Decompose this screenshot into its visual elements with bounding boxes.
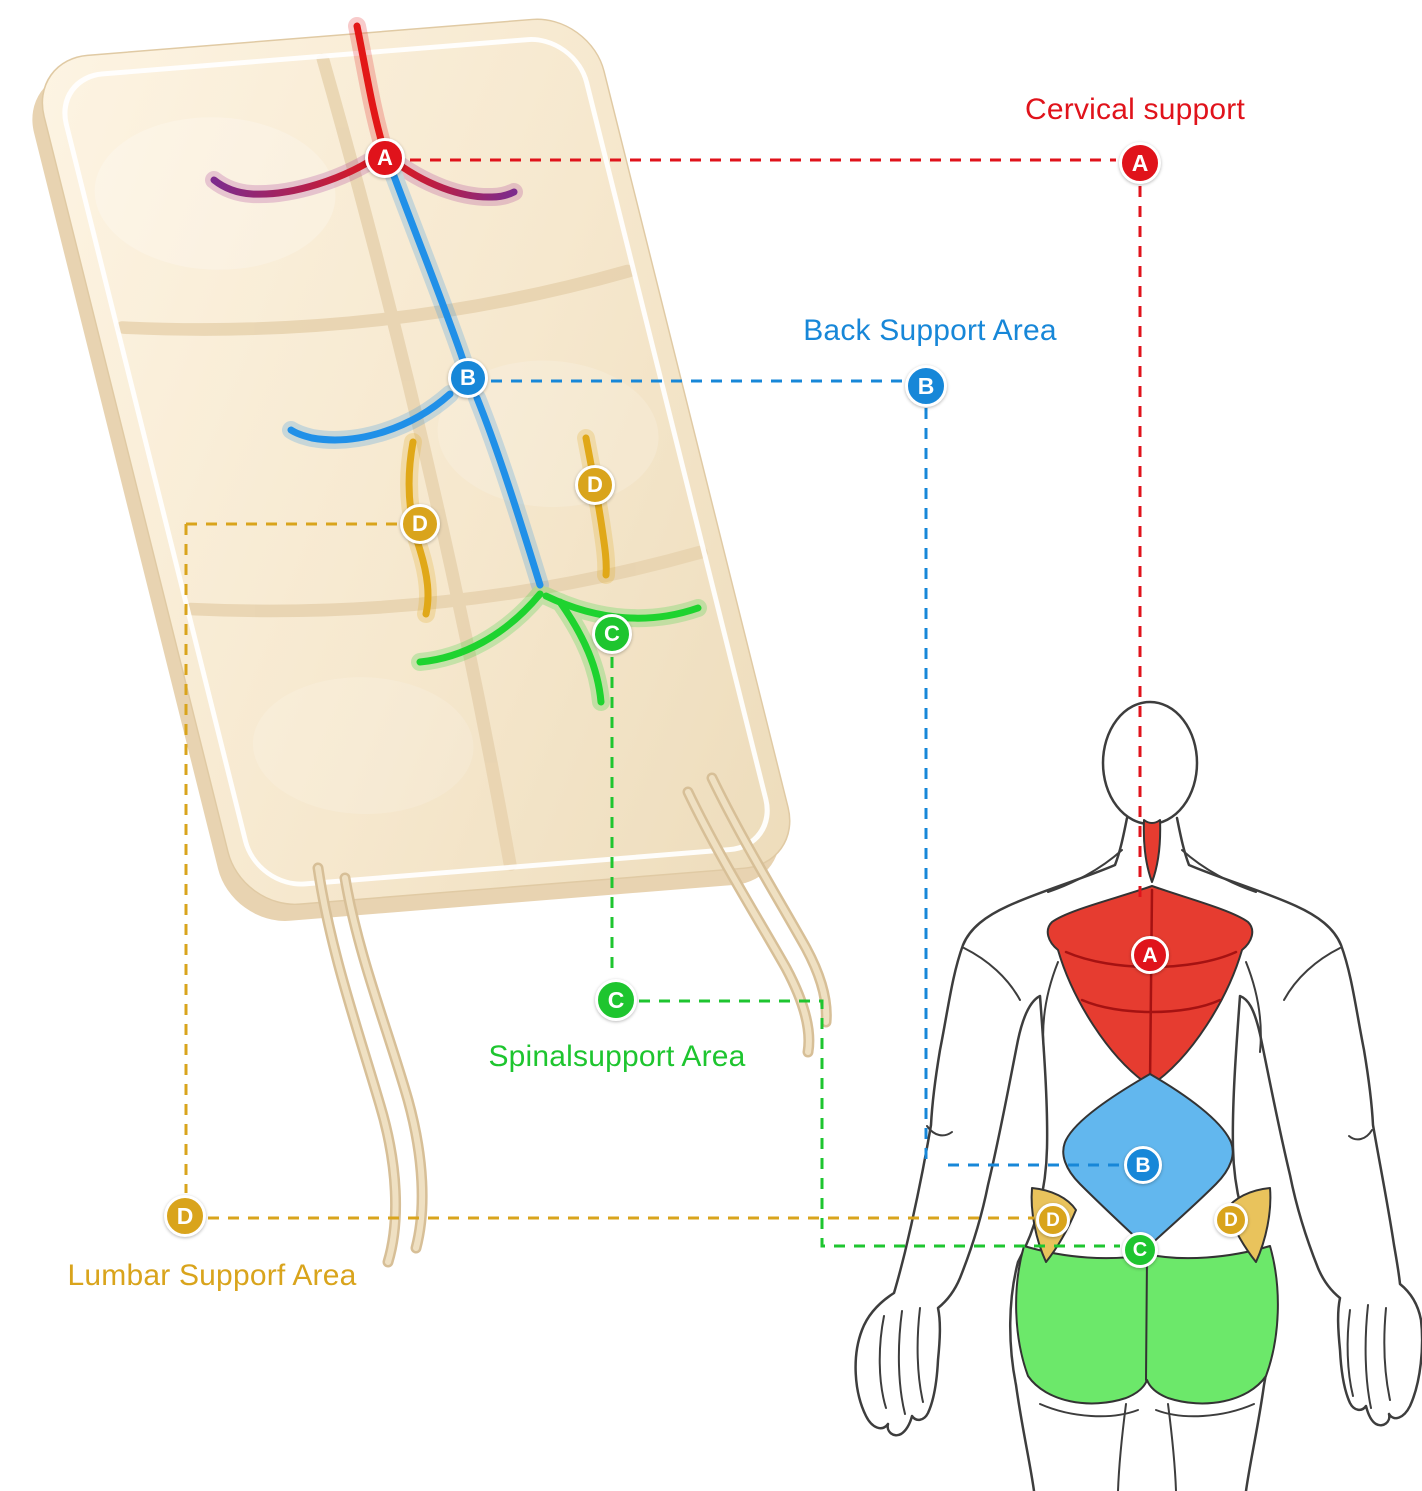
back-curve-left (287, 390, 454, 444)
figure-head (1101, 700, 1199, 826)
figure-left-contour (854, 816, 1129, 1491)
spinal-zone-cleft (1145, 1255, 1148, 1381)
human-back-figure (854, 700, 1422, 1491)
figure-badge-spinal: C (1122, 1232, 1158, 1268)
cushion-badge-back: B (448, 358, 488, 398)
spinal-curve-left (416, 590, 544, 666)
cushion-badge-cervical: A (365, 138, 405, 178)
callout-badge-lumbar: D (164, 1195, 206, 1237)
figure-badge-lumbar-right: D (1214, 1203, 1248, 1237)
dashed-connector-blue (491, 379, 1122, 1167)
cushion-tuft-seams (116, 53, 708, 871)
support-curves (205, 17, 707, 711)
label-lumbar-support: Lumbar Supporf Area (67, 1259, 357, 1292)
label-cervical-support: Cervical support (1025, 93, 1245, 126)
cushion-badge-spinal: C (592, 614, 632, 654)
figure-badge-cervical: A (1131, 936, 1169, 974)
cushion-highlights (94, 117, 659, 815)
cervical-curve (353, 22, 388, 154)
figure-badge-lumbar-left: D (1036, 1203, 1070, 1237)
label-back-support: Back Support Area (803, 314, 1057, 347)
figure-detail-lines (878, 849, 1391, 1491)
cervical-zone-neck (1142, 819, 1162, 883)
dashed-connector-red (410, 158, 1142, 898)
dashed-connector-green (610, 657, 1120, 1248)
cervical-curve-left (210, 148, 388, 198)
cervical-curve-right (386, 154, 518, 201)
callout-badge-cervical: A (1119, 142, 1161, 184)
figure-badge-back: B (1124, 1146, 1162, 1184)
figure-right-contour (1175, 816, 1422, 1491)
cushion-badge-lumbar-right: D (575, 465, 615, 505)
cushion-illustration (32, 18, 791, 921)
figure-support-zones (1015, 819, 1279, 1405)
cushion-face (41, 18, 791, 906)
spinal-curve-stem (556, 598, 605, 706)
lumbar-curve-right (582, 434, 610, 579)
dashed-connectors (184, 158, 1142, 1248)
label-spinal-support: Spinalsupport Area (488, 1040, 746, 1073)
cushion-badge-lumbar-left: D (400, 504, 440, 544)
back-curve-down (473, 394, 544, 589)
dashed-connector-yellow (184, 522, 1034, 1220)
rope-ties (312, 772, 832, 1268)
callout-badge-back: B (905, 365, 947, 407)
back-curve-stem (390, 172, 467, 364)
cushion-piping (62, 37, 770, 887)
callout-badge-spinal: C (595, 979, 637, 1021)
lumbar-curve-left (405, 438, 432, 618)
